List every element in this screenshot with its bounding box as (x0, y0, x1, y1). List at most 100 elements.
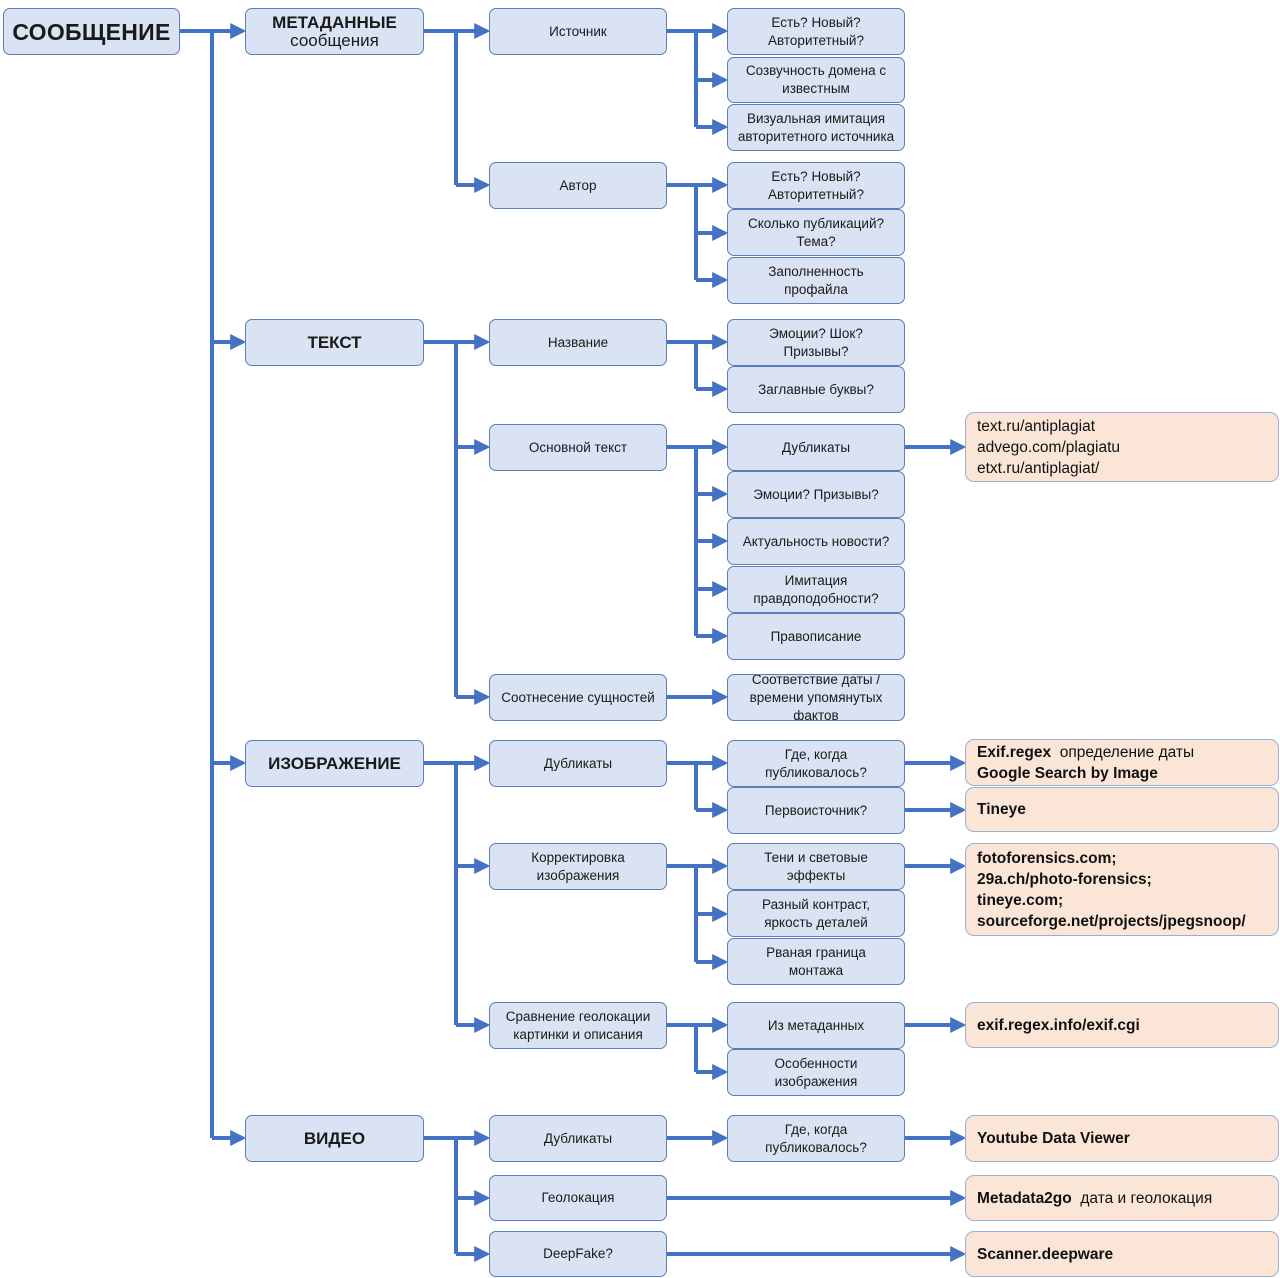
tool-link[interactable]: text.ru/antiplagiat (977, 417, 1096, 435)
tool-link[interactable]: advego.com/plagiatu (977, 438, 1121, 456)
node-label: Название (547, 334, 609, 350)
node-entities: Соотнесение сущностей (489, 674, 667, 721)
tool-link[interactable]: exif.regex.info/exif.cgi (977, 1016, 1140, 1034)
node-label: DeepFake? (543, 1246, 613, 1261)
check-node: Заглавные буквы? (727, 366, 905, 413)
root-node: СООБЩЕНИЕ (3, 8, 180, 55)
tool-link[interactable]: sourceforge.net/projects/jpegsnoop/ (977, 912, 1246, 930)
node-title: Название (489, 319, 667, 366)
node-video-duplicates: Дубликаты (489, 1115, 667, 1162)
tool-link[interactable]: etxt.ru/antiplagiat/ (977, 459, 1100, 477)
node-image-duplicates: Дубликаты (489, 740, 667, 787)
tools-video-duplicates: Youtube Data Viewer (965, 1115, 1279, 1162)
check-node: Есть? Новый? Авторитетный? (727, 8, 905, 55)
tools-image-forensics: fotoforensics.com; 29a.ch/photo-forensic… (965, 843, 1279, 936)
node-deepfake: DeepFake? (489, 1231, 667, 1277)
check-node: Правописание (727, 613, 905, 660)
node-label: Геолокация (541, 1190, 615, 1205)
check-label: Где, когда публиковалось? (765, 1121, 867, 1155)
tool-link[interactable]: Tineye (977, 801, 1026, 818)
check-node: Сколько публикаций? Тема? (727, 209, 905, 256)
node-label: Дубликаты (543, 755, 613, 771)
tools-image-origin: Tineye (965, 787, 1279, 832)
check-node: Дубликаты (727, 424, 905, 471)
check-label: Разный контраст, яркость деталей (762, 896, 870, 930)
category-meta: МЕТАДАННЫЕ сообщения (245, 8, 424, 55)
check-node: Заполненность профайла (727, 257, 905, 304)
tool-link[interactable]: Metadata2go (977, 1189, 1072, 1207)
check-label: Актуальность новости? (742, 533, 890, 549)
node-source: Источник (489, 8, 667, 55)
check-label: Дубликаты (781, 439, 851, 455)
tool-link[interactable]: Youtube Data Viewer (977, 1130, 1130, 1147)
category-video: ВИДЕО (245, 1115, 424, 1162)
node-label: Дубликаты (543, 1130, 613, 1146)
node-video-geo: Геолокация (489, 1175, 667, 1221)
check-node: Соответствие даты / времени упомянутых ф… (727, 674, 905, 721)
tools-image-dates: Exif.regex определение даты Google Searc… (965, 739, 1279, 786)
category-text: ТЕКСТ (245, 319, 424, 366)
check-node: Из метаданных (727, 1002, 905, 1049)
node-label: Источник (549, 23, 607, 39)
tools-image-exif: exif.regex.info/exif.cgi (965, 1002, 1279, 1048)
check-label: Рваная граница монтажа (766, 944, 866, 978)
check-node: Созвучность домена с известным (727, 57, 905, 103)
tool-link[interactable]: 29a.ch/photo-forensics; (977, 870, 1152, 888)
category-meta-title: МЕТАДАННЫЕ (272, 12, 397, 32)
node-author: Автор (489, 162, 667, 209)
node-label: Основной текст (528, 439, 628, 455)
check-node: Эмоции? Призывы? (727, 471, 905, 518)
check-label: Есть? Новый? Авторитетный? (768, 168, 864, 202)
tool-link[interactable]: Exif.regex (977, 743, 1052, 761)
check-label: Есть? Новый? Авторитетный? (768, 14, 864, 48)
node-image-editing: Корректировка изображения (489, 843, 667, 890)
check-label: Визуальная имитация авторитетного источн… (737, 110, 895, 144)
check-label: Соответствие даты / времени упомянутых ф… (749, 674, 883, 721)
check-node: Особенности изображения (727, 1049, 905, 1096)
check-node: Где, когда публиковалось? (727, 1115, 905, 1162)
check-node: Рваная граница монтажа (727, 938, 905, 985)
category-text-title: ТЕКСТ (307, 332, 362, 352)
node-label: Соотнесение сущностей (501, 689, 655, 705)
tool-description: дата и геолокация (1080, 1189, 1213, 1207)
node-body-text: Основной текст (489, 424, 667, 471)
check-label: Первоисточник? (764, 802, 868, 818)
tools-plagiarism: text.ru/antiplagiat advego.com/plagiatu … (965, 412, 1279, 482)
node-label: Автор (559, 177, 597, 193)
check-label: Имитация правдоподобности? (753, 572, 879, 606)
check-label: Созвучность домена с известным (745, 63, 887, 96)
check-node: Первоисточник? (727, 787, 905, 834)
check-label: Заглавные буквы? (758, 381, 874, 397)
check-node: Имитация правдоподобности? (727, 566, 905, 613)
tool-description: определение даты (1059, 743, 1195, 761)
category-image-title: ИЗОБРАЖЕНИЕ (268, 753, 401, 773)
check-label: Особенности изображения (774, 1055, 858, 1089)
check-node: Есть? Новый? Авторитетный? (727, 162, 905, 209)
check-node: Визуальная имитация авторитетного источн… (727, 104, 905, 151)
category-meta-subtitle: сообщения (290, 30, 379, 50)
check-label: Правописание (770, 628, 862, 644)
tools-deepfake: Scanner.deepware (965, 1231, 1279, 1277)
check-node: Где, когда публиковалось? (727, 740, 905, 787)
root-label: СООБЩЕНИЕ (12, 18, 171, 45)
check-label: Сколько публикаций? Тема? (747, 215, 885, 249)
tool-link[interactable]: Scanner.deepware (977, 1245, 1114, 1263)
check-node: Тени и световые эффекты (727, 843, 905, 890)
check-node: Разный контраст, яркость деталей (727, 890, 905, 937)
check-label: Из метаданных (767, 1017, 865, 1033)
check-node: Актуальность новости? (727, 518, 905, 565)
check-label: Эмоции? Шок? Призывы? (769, 325, 863, 359)
tool-link[interactable]: Google Search by Image (977, 764, 1158, 782)
category-video-title: ВИДЕО (303, 1128, 366, 1148)
node-label: Сравнение геолокации картинки и описания (505, 1008, 651, 1042)
check-label: Заполненность профайла (768, 263, 864, 297)
check-node: Эмоции? Шок? Призывы? (727, 319, 905, 366)
check-label: Тени и световые эффекты (764, 849, 868, 883)
check-label: Эмоции? Призывы? (753, 486, 879, 502)
node-image-geo: Сравнение геолокации картинки и описания (489, 1002, 667, 1049)
tool-link[interactable]: fotoforensics.com; (977, 849, 1117, 867)
tool-link[interactable]: tineye.com; (977, 891, 1064, 909)
node-label: Корректировка изображения (531, 849, 625, 883)
tools-video-geo: Metadata2go дата и геолокация (965, 1175, 1279, 1221)
